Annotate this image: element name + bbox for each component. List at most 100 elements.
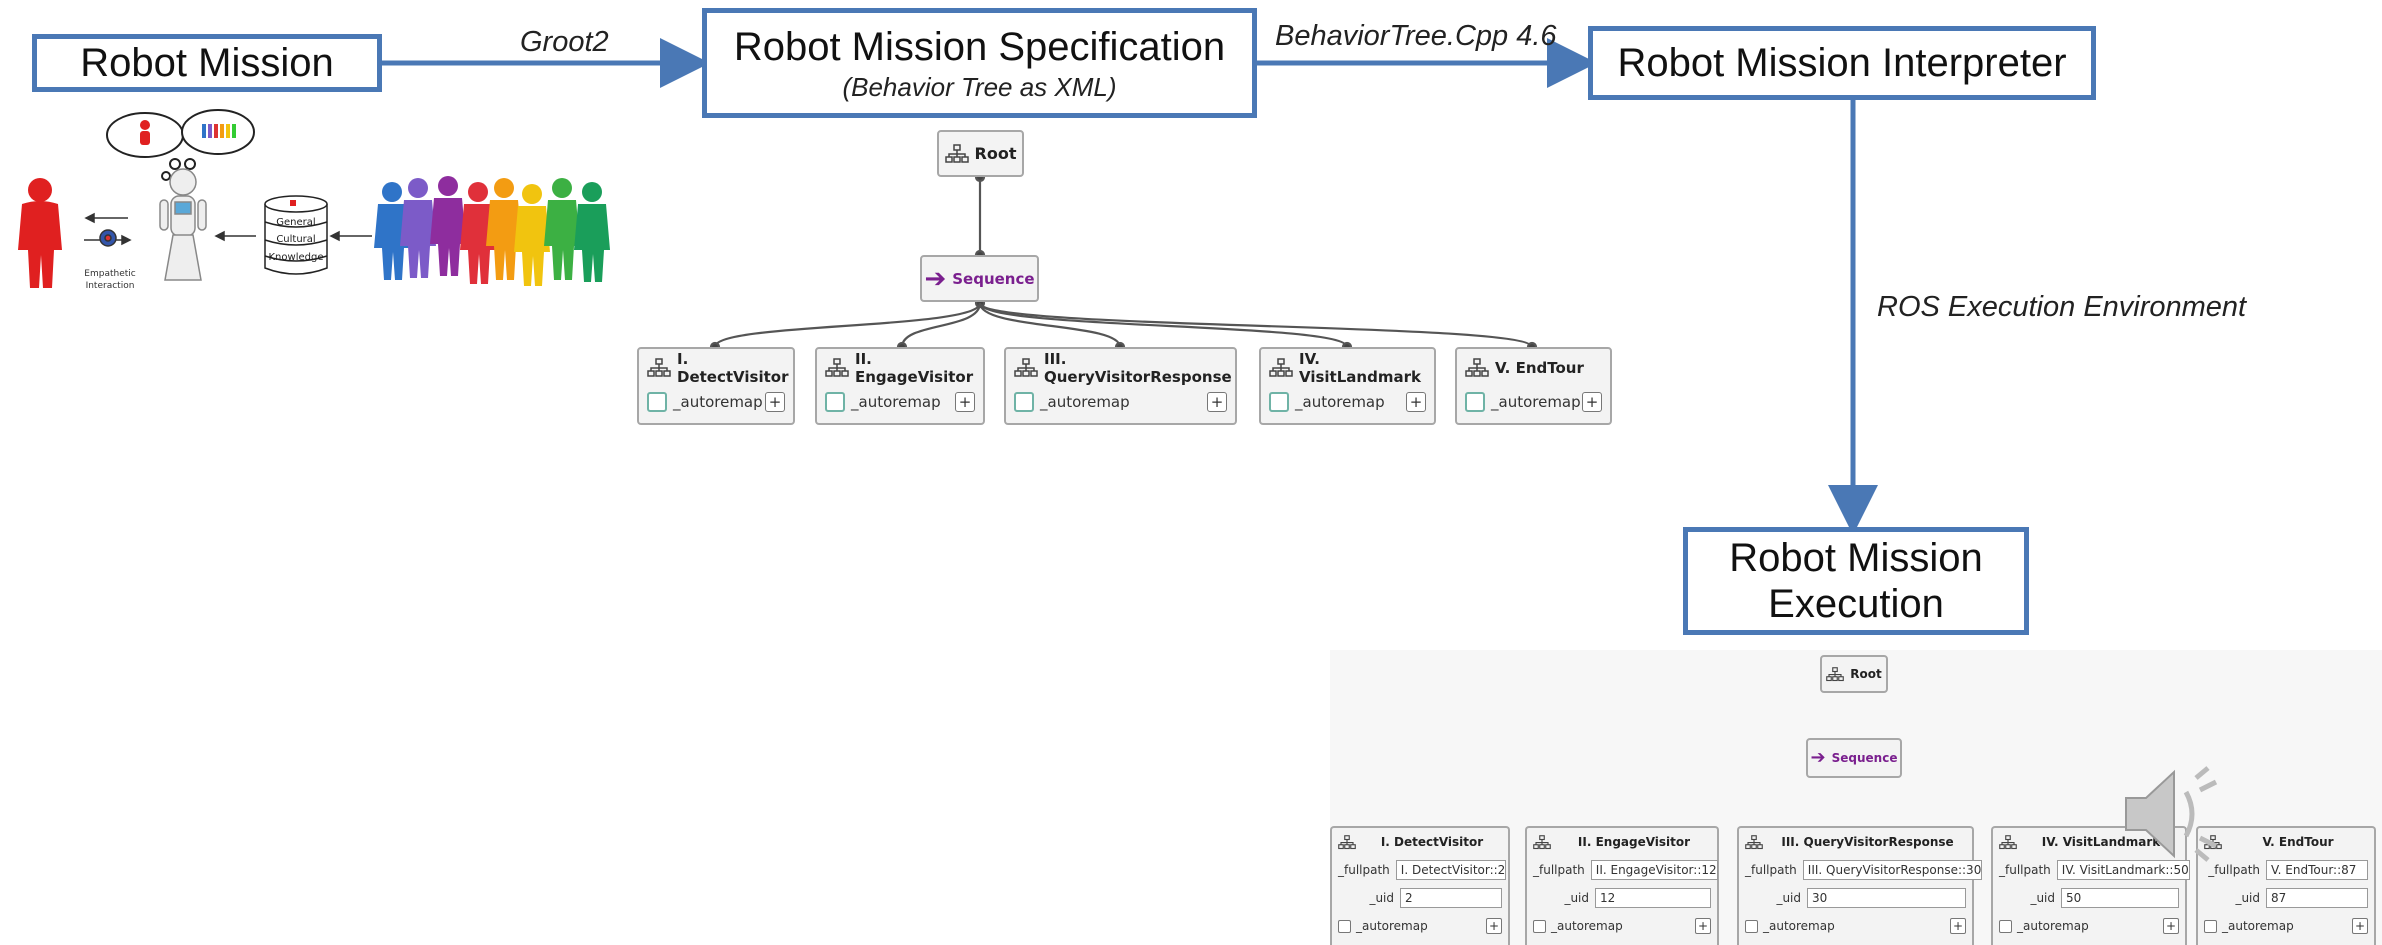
autoremap-checkbox[interactable] [825,392,845,412]
exec-child-node[interactable]: I. DetectVisitor _fullpath I. DetectVisito… [1330,826,1510,945]
autoremap-checkbox[interactable] [647,392,667,412]
autoremap-row: _autoremap + [1533,912,1711,940]
fullpath-value[interactable]: IV. VisitLandmark::50 [2056,860,2190,880]
spec-child-node[interactable]: III. QueryVisitorResponse_autoremap+ [1004,347,1237,425]
spec-sequence-node[interactable]: ➔ Sequence [920,255,1039,302]
fullpath-label: _fullpath [1745,863,1797,877]
exec-child-label: IV. VisitLandmark [2041,835,2161,849]
exec-child-node[interactable]: IV. VisitLandmark _fullpath IV. VisitLandm… [1991,826,2190,945]
add-port-button[interactable]: + [765,392,785,412]
autoremap-label: _autoremap [851,393,941,411]
mission-execution-box: Robot Mission Execution [1683,527,2029,635]
db-line-knowledge: Knowledge [269,252,324,263]
uid-label: _uid [2235,891,2260,905]
add-port-button[interactable]: + [1406,392,1426,412]
spec-child-node[interactable]: II. EngageVisitor _autoremap + [815,347,985,425]
autoremap-label: _autoremap [1551,919,1623,933]
uid-value[interactable]: 87 [2266,888,2368,908]
autoremap-label: _autoremap [673,393,763,411]
exec-root-node[interactable]: Root [1820,655,1888,693]
autoremap-checkbox[interactable] [1999,919,2012,933]
autoremap-row: _autoremap+ [2204,912,2368,940]
uid-value[interactable]: 50 [2061,888,2179,908]
spec-child-label: IV. VisitLandmark [1299,350,1421,386]
spec-child-node[interactable]: I. DetectVisitor _autoremap+ [637,347,795,425]
autoremap-row: _autoremap+ [1014,387,1227,417]
fullpath-label: _fullpath [1533,863,1585,877]
tree-icon [1745,834,1763,849]
tree-icon [1338,834,1356,849]
uid-value[interactable]: 2 [1400,888,1502,908]
uid-value[interactable]: 12 [1595,888,1711,908]
mission-interpreter-box: Robot Mission Interpreter [1588,26,2096,100]
tree-icon [647,358,671,377]
edge-label-groot: Groot2 [520,26,609,58]
autoremap-checkbox[interactable] [1269,392,1289,412]
empathetic-line1: Empathetic [84,269,135,279]
db-line-cultural: Cultural [276,234,315,245]
spec-child-label: II. EngageVisitor [855,350,974,386]
mission-execution-line1: Robot Mission [1729,536,1983,580]
interaction-illustration: Empathetic Interaction General Cultural … [18,109,610,291]
fullpath-value[interactable]: III. QueryVisitorResponse::30 [1802,860,1983,880]
sequence-arrow-icon: ➔ [1810,747,1826,768]
exec-sequence-node[interactable]: ➔ Sequence [1806,738,1902,778]
db-line-general: General [276,217,315,228]
tree-icon [1269,358,1293,377]
autoremap-row: _autoremap+ [1999,912,2179,940]
fullpath-label: _fullpath [1999,863,2051,877]
mission-execution-line2: Execution [1768,582,1944,626]
uid-label: _uid [1564,891,1589,905]
autoremap-checkbox[interactable] [2204,919,2217,933]
autoremap-label: _autoremap [1295,393,1385,411]
spec-tree-wires [709,171,1538,353]
fullpath-label: _fullpath [1338,863,1390,877]
tree-icon [1826,666,1845,681]
autoremap-checkbox[interactable] [1533,919,1546,933]
add-port-button[interactable]: + [1207,392,1227,412]
exec-root-label: Root [1850,667,1882,681]
mission-spec-subtitle: (Behavior Tree as XML) [842,71,1117,102]
robot-mission-label: Robot Mission [80,41,334,85]
autoremap-label: _autoremap [1356,919,1428,933]
autoremap-row: _autoremap+ [1745,912,1966,940]
mission-interpreter-label: Robot Mission Interpreter [1617,41,2067,85]
fullpath-value[interactable]: V. EndTour::87 [2266,860,2368,880]
robot-icon [159,168,207,281]
exec-child-label: V. EndTour [2262,835,2334,849]
spec-child-node[interactable]: IV. VisitLandmark _autoremap + [1259,347,1436,425]
tree-icon [1465,358,1489,377]
tree-icon [1999,834,2017,849]
add-port-button[interactable]: + [1582,392,1602,412]
autoremap-checkbox[interactable] [1745,919,1758,933]
add-port-button[interactable]: + [1950,918,1966,934]
spec-child-label: I. DetectVisitor [677,350,789,386]
robot-mission-box: Robot Mission [32,34,382,92]
autoremap-row: _autoremap + [825,387,975,417]
uid-row: _uid 87 [2204,884,2368,912]
speaker-icon[interactable] [2116,764,2228,864]
spec-root-node[interactable]: Root [937,130,1024,177]
autoremap-row: _autoremap + [1338,912,1502,940]
add-port-button[interactable]: + [1695,918,1711,934]
uid-value[interactable]: 30 [1807,888,1966,908]
crowd-icon [374,176,610,286]
add-port-button[interactable]: + [2352,918,2368,934]
autoremap-checkbox[interactable] [1014,392,1034,412]
fullpath-row: _fullpath IV. VisitLandmark::50 [1999,856,2190,884]
add-port-button[interactable]: + [1486,918,1502,934]
database-icon [264,195,328,275]
fullpath-value[interactable]: I. DetectVisitor::2 [1395,860,1507,880]
autoremap-checkbox[interactable] [1465,392,1485,412]
exec-child-label: I. DetectVisitor [1380,835,1484,849]
exec-sequence-label: Sequence [1831,751,1898,765]
add-port-button[interactable]: + [955,392,975,412]
add-port-button[interactable]: + [2163,918,2179,934]
spec-child-node[interactable]: V. EndTour_autoremap+ [1455,347,1612,425]
autoremap-checkbox[interactable] [1338,919,1351,933]
fullpath-value[interactable]: II. EngageVisitor::12 [1590,860,1718,880]
